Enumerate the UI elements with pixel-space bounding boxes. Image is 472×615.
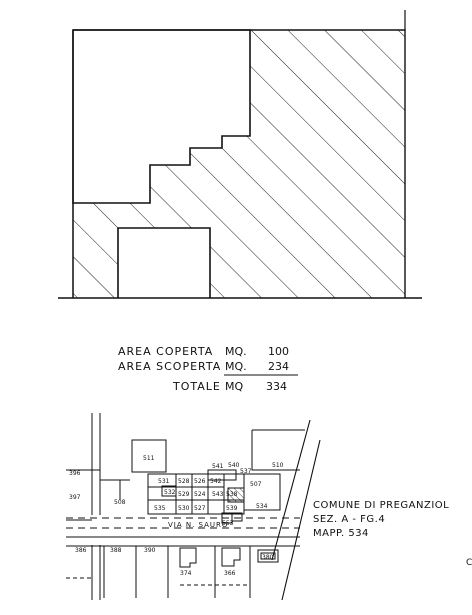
area-scoperta-label: AREA SCOPERTA	[118, 360, 221, 373]
parcel-label: 539	[226, 505, 238, 512]
area-scoperta-unit: MQ.	[225, 360, 247, 373]
parcel-label: 374	[180, 570, 192, 577]
covered-area-building	[72, 29, 251, 204]
parcel-label: 553	[222, 520, 234, 527]
parcel-label: 397	[69, 494, 81, 501]
lower-building-block	[117, 227, 211, 298]
parcel-label: 380	[262, 554, 274, 561]
parcel-label: 390	[144, 547, 156, 554]
parcel-label: 529	[178, 491, 190, 498]
parcel-labels: 511 510 396 397 508 531 532 529 528 526 …	[69, 455, 284, 577]
parcel-label: 366	[224, 570, 236, 577]
area-coperta-value: 100	[268, 345, 289, 358]
parcel-label: 542	[210, 478, 222, 485]
parcel-label: 535	[154, 505, 166, 512]
map-parcel: MAPP. 534	[313, 528, 369, 539]
parcel-label: 530	[178, 505, 190, 512]
parcel-label: 543	[212, 491, 224, 498]
parcel-label: 528	[178, 478, 190, 485]
area-scoperta-value: 234	[268, 360, 289, 373]
parcel-label: 532	[164, 489, 176, 496]
area-table: AREA COPERTA MQ. 100 AREA SCOPERTA MQ. 2…	[118, 345, 298, 393]
parcel-label: 526	[194, 478, 206, 485]
cadastral-map	[66, 413, 321, 601]
parcel-label: 534	[256, 503, 268, 510]
parcel-label: 538	[226, 491, 238, 498]
total-value: 334	[266, 380, 287, 393]
municipality: COMUNE DI PREGANZIOL	[313, 500, 449, 511]
location-info: COMUNE DI PREGANZIOL SEZ. A - FG.4 MAPP.…	[313, 500, 449, 539]
parcel-label: 508	[114, 499, 126, 506]
parcel-label: 531	[158, 478, 170, 485]
parcel-label: 540	[228, 462, 240, 469]
parcel-label: 511	[143, 455, 155, 462]
parcel-label: 386	[75, 547, 87, 554]
section-sheet: SEZ. A - FG.4	[313, 514, 385, 525]
parcel-label: 527	[194, 505, 206, 512]
parcel-label: 524	[194, 491, 206, 498]
parcel-label: 396	[69, 470, 81, 477]
parcel-label: 507	[250, 481, 262, 488]
edge-mark: C	[466, 558, 472, 568]
area-coperta-label: AREA COPERTA	[118, 345, 213, 358]
total-label: TOTALE	[172, 380, 221, 393]
site-plan	[58, 10, 422, 299]
uncovered-area-hatched	[73, 30, 405, 298]
area-coperta-unit: MQ.	[225, 345, 247, 358]
parcel-label: 541	[212, 463, 224, 470]
street-name: VIA N. SAURO	[168, 521, 228, 529]
parcel-label: 388	[110, 547, 122, 554]
parcel-label: 537	[240, 468, 252, 475]
total-unit: MQ	[225, 380, 243, 393]
parcel-label: 510	[272, 462, 284, 469]
